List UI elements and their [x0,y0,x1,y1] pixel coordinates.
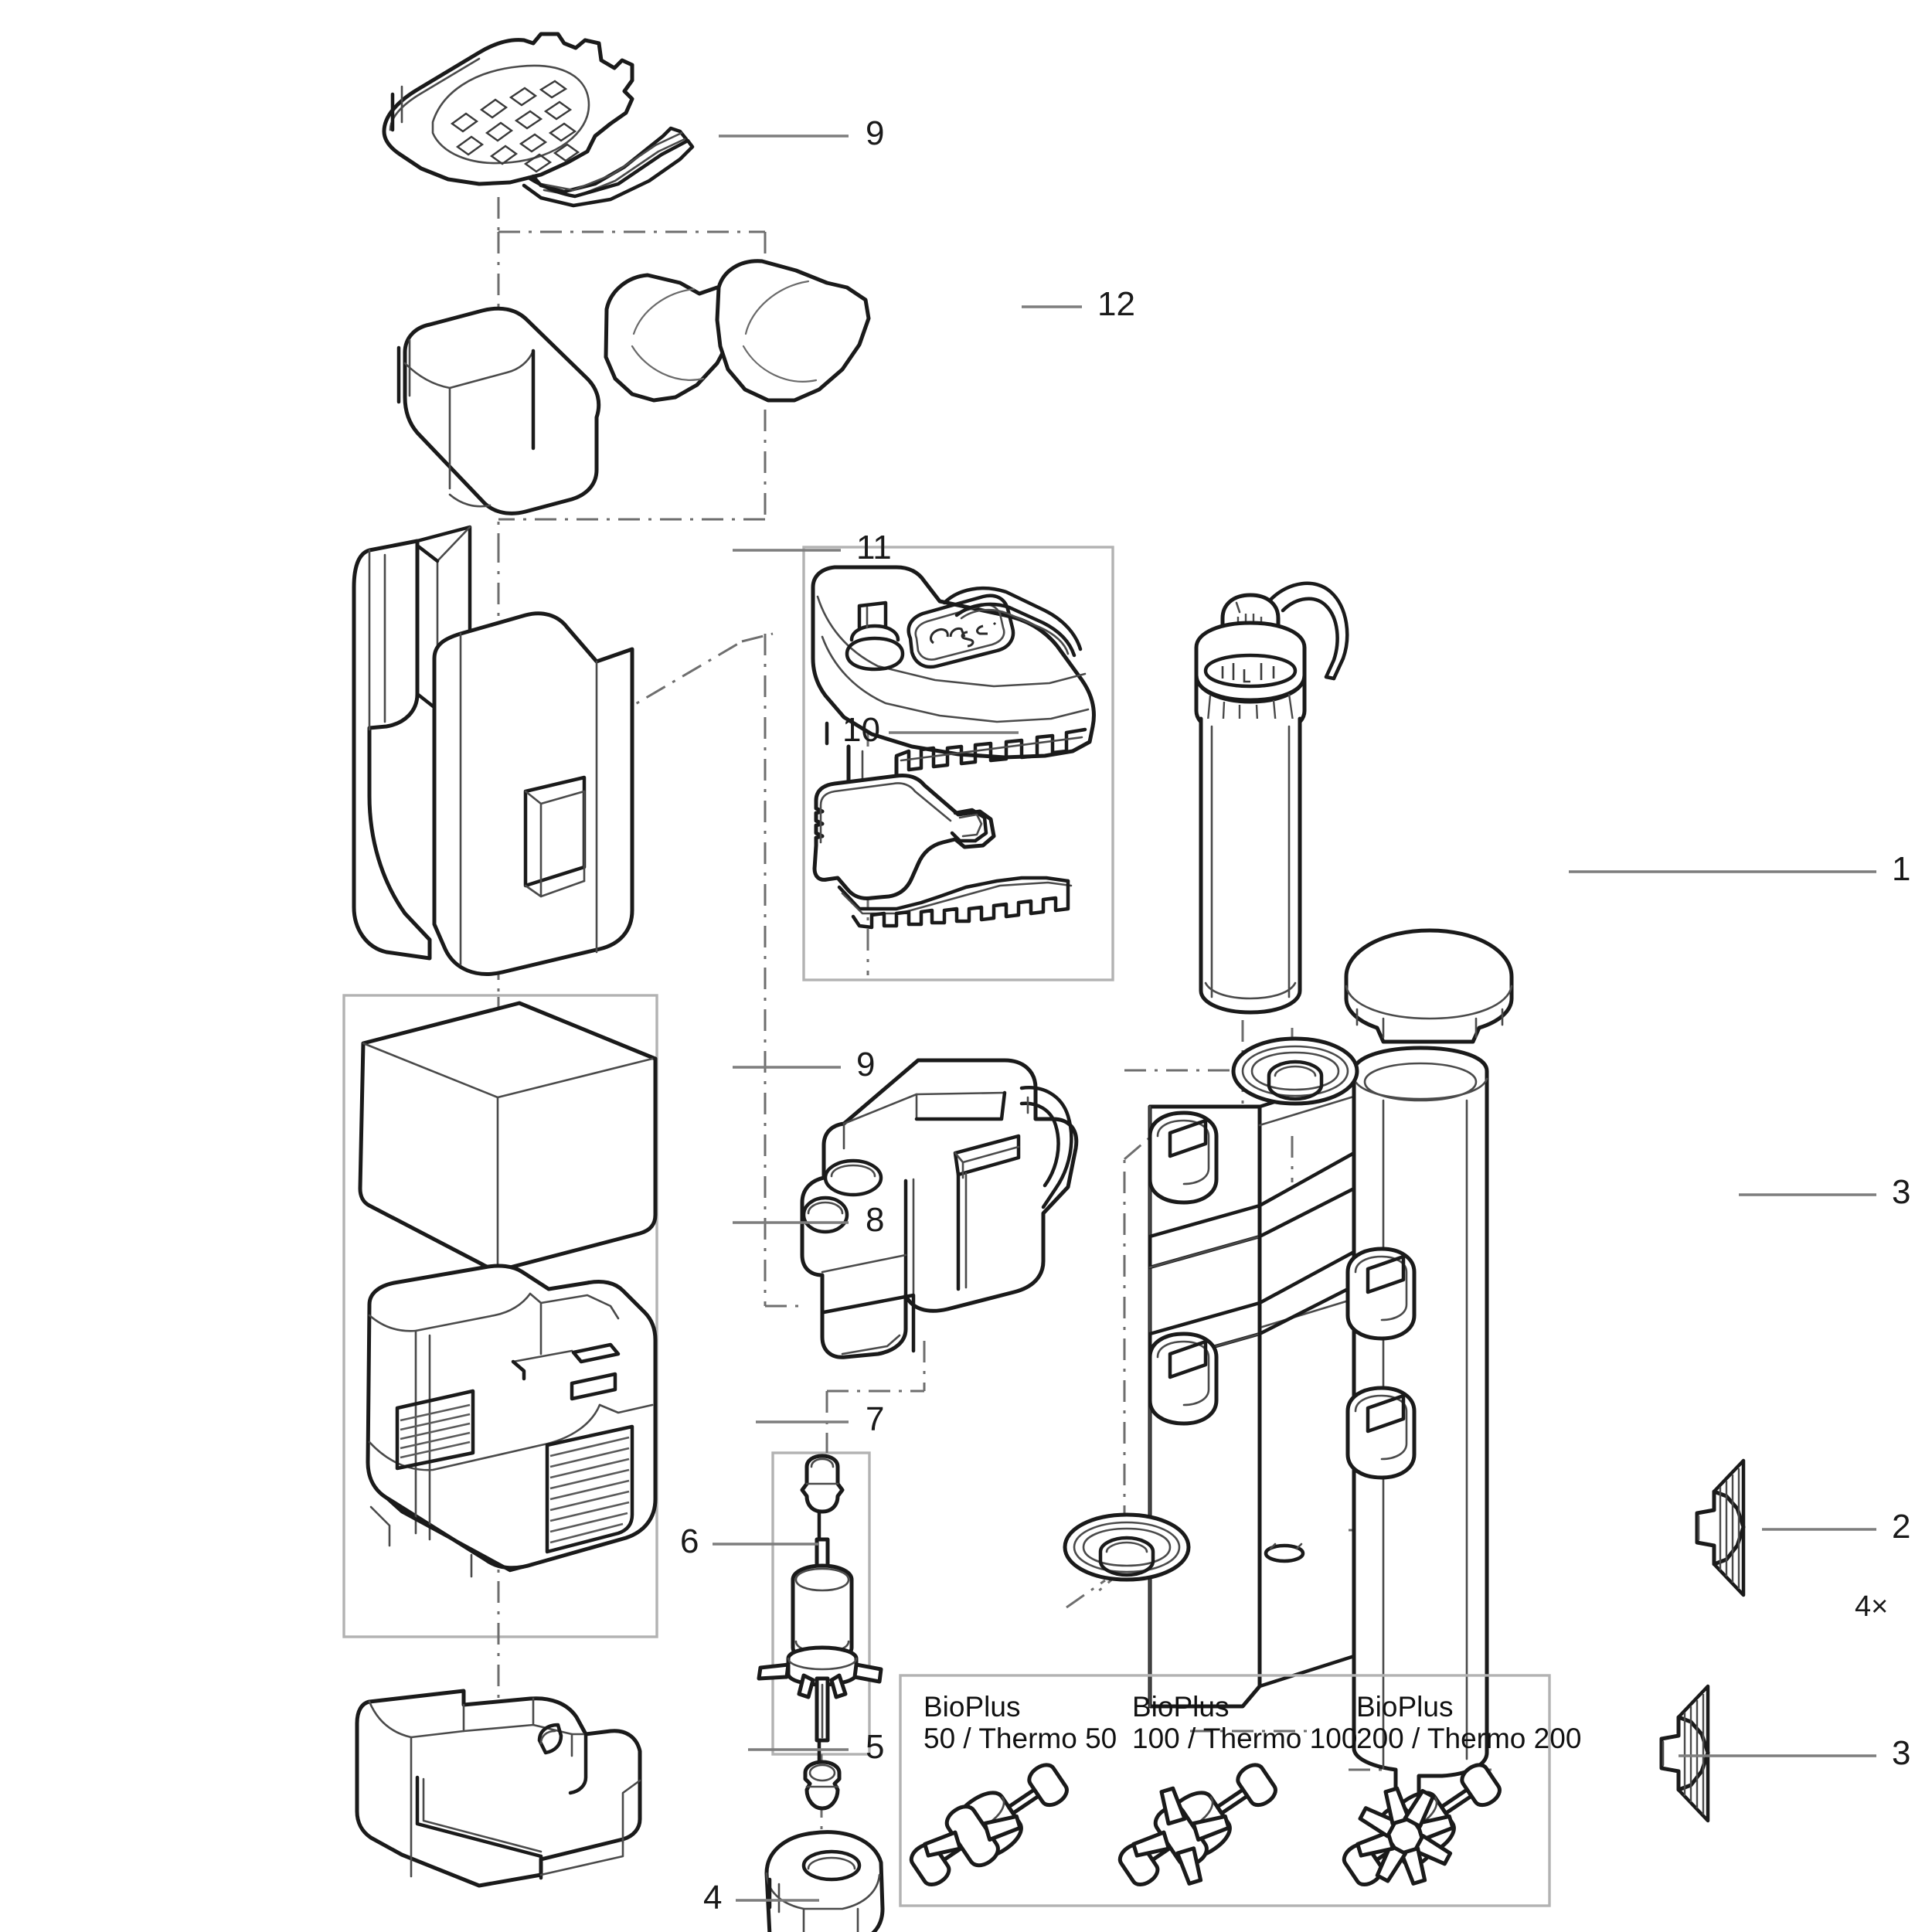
callout-number-c9a: 9 [866,114,885,152]
part-impeller-rotor [757,1454,883,1811]
part-cap-plug [1344,928,1514,1044]
part-foam-block [358,1001,658,1271]
group-box-foam-unit [342,994,658,1638]
bracket-clip-br [1345,1386,1417,1480]
bracket-clip-bl [1148,1332,1219,1426]
bracket-socket-lower [1063,1512,1191,1582]
group-box-pump-head [802,546,1114,981]
bracket-clip-tl [1148,1111,1219,1205]
part-pump-chamber-volute [764,1830,885,1932]
callout-number-c3b: 3 [1892,1734,1911,1772]
assembly-axis-lines [497,197,1492,1855]
part-pump-body-center [800,1058,1079,1359]
callout-number-c4x: 4× [1855,1590,1889,1623]
legend-impeller-v50 [909,1763,1069,1887]
callout-number-c2: 2 [1892,1508,1911,1546]
callout-number-c3a: 3 [1892,1173,1911,1211]
legend-impeller-glyphs [909,1763,1502,1887]
callout-number-c7: 7 [866,1400,885,1438]
legend-label-v100: BioPlus 100 / Thermo 100 [1132,1691,1358,1755]
callout-number-c4: 4 [703,1879,723,1917]
callout-number-c12: 12 [1097,285,1135,323]
callout-leaders [713,134,1876,1902]
part-suction-cup-upper [1695,1458,1746,1597]
part-filter-cartridge-shroud [352,525,634,976]
legend-box [899,1674,1551,1907]
bracket-socket-upper [1231,1036,1359,1106]
callout-number-c9b: 9 [856,1046,876,1083]
legend-impeller-v100 [1117,1763,1277,1887]
legend-label-v200: BioPlus 200 / Thermo 200 [1356,1691,1582,1755]
part-base-foot [355,1689,642,1888]
oase-wordmark [930,621,997,648]
part-heater-rod [1194,581,1349,1015]
part-carbon-cartridge-block [396,306,601,515]
callout-number-c8: 8 [866,1201,885,1239]
callout-number-c10: 10 [842,711,880,749]
part-suction-cup-lower [1659,1684,1710,1823]
callout-number-c1: 1 [1892,850,1911,888]
callout-number-c5: 5 [866,1728,885,1766]
part-foam-pads-pair [604,259,871,403]
legend-impeller-v200 [1342,1763,1502,1887]
part-filter-body-housing [366,1264,658,1578]
legend-label-v50: BioPlus 50 / Thermo 50 [923,1691,1117,1755]
callout-number-c6: 6 [680,1522,699,1560]
part-pump-head-with-oase-badge [811,565,1096,930]
callout-number-c11: 11 [856,529,892,566]
bracket-clip-tr [1345,1247,1417,1341]
part-filter-lid-with-grid [382,32,695,208]
